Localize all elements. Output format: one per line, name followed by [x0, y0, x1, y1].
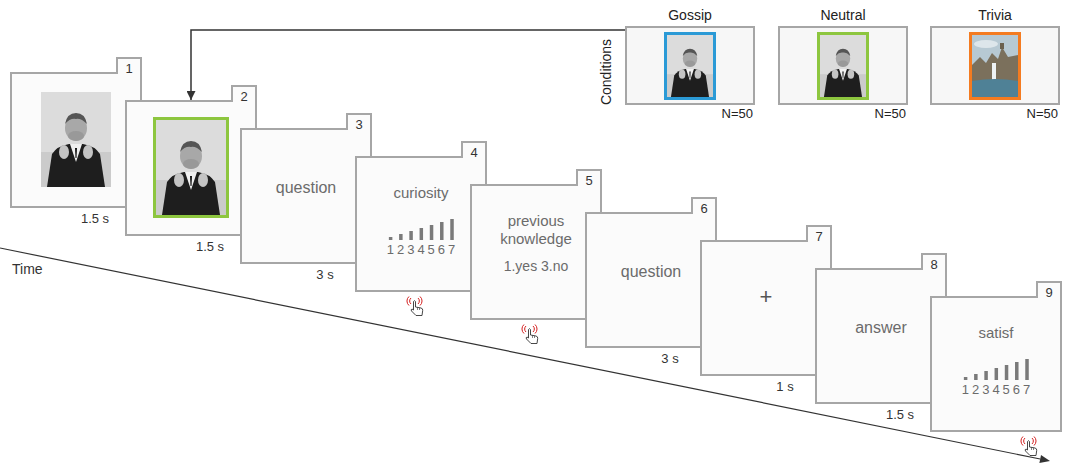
hand-icon	[522, 325, 538, 344]
rating-bar	[1025, 359, 1029, 380]
step-number: 3	[355, 117, 362, 132]
rating-bar	[974, 374, 978, 380]
condition-title: Trivia	[902, 7, 1068, 24]
condition-title: Neutral	[750, 7, 936, 24]
number-tab: 5	[576, 169, 602, 186]
rating-bar	[419, 228, 423, 240]
picture-frame	[969, 32, 1021, 100]
picture	[41, 92, 111, 187]
hand-icon	[1021, 437, 1037, 456]
screen-card: 1	[10, 72, 142, 208]
screen-text: question	[587, 262, 715, 281]
step-number: 9	[1045, 285, 1052, 300]
picture	[156, 120, 226, 215]
picture	[667, 35, 713, 97]
condition-card: NeutralN=50	[778, 26, 908, 105]
duration-label: 1.5 s	[81, 211, 109, 226]
screen-card: satisf12345679	[930, 296, 1062, 432]
screen-card: curiosity12345674	[355, 156, 487, 292]
number-tab: 1	[116, 57, 142, 74]
condition-card: TriviaN=50	[930, 26, 1060, 105]
picture-frame	[41, 92, 111, 187]
picture-frame	[153, 117, 229, 218]
sample-size: N=50	[722, 106, 753, 122]
screen-card: +7	[700, 240, 832, 376]
picture-frame	[664, 32, 716, 100]
rating-bars	[384, 216, 459, 240]
step-number: 5	[585, 173, 592, 188]
screen-text: question	[242, 178, 370, 197]
rating-bar	[429, 225, 433, 240]
screen-card: question6	[585, 212, 717, 348]
screen-heading: satisf	[932, 324, 1060, 342]
duration-label: 1.5 s	[886, 407, 914, 422]
picture	[972, 35, 1018, 97]
picture-frame	[817, 32, 869, 100]
step-number: 8	[930, 257, 937, 272]
rating-bars	[959, 356, 1034, 380]
rating-bar	[994, 368, 998, 380]
rating-bar	[1004, 365, 1008, 380]
rating-bar	[409, 231, 413, 240]
number-tab: 9	[1036, 281, 1062, 298]
condition-title: Gossip	[597, 7, 783, 24]
number-tab: 8	[921, 253, 947, 270]
rating-bar	[450, 219, 454, 240]
picture	[820, 35, 866, 97]
rating-scale: 1234567	[384, 242, 459, 258]
step-number: 2	[240, 89, 247, 104]
duration-label: 1 s	[776, 379, 793, 394]
condition-card: GossipN=50	[625, 26, 755, 105]
screen-heading: previous knowledge	[472, 212, 600, 248]
number-tab: 4	[461, 141, 487, 158]
fixation-cross: +	[702, 284, 830, 310]
rating-bar	[964, 377, 968, 380]
rating-bar	[399, 234, 403, 240]
time-arrowhead	[1039, 455, 1050, 463]
step-number: 7	[815, 229, 822, 244]
duration-label: 1.5 s	[196, 239, 224, 254]
sample-size: N=50	[875, 106, 906, 122]
screen-card: question3	[240, 128, 372, 264]
response-options: 1.yes 3.no	[472, 258, 600, 275]
rating-bar	[389, 237, 393, 240]
screen-card: answer8	[815, 268, 947, 404]
axis-label: Time	[12, 262, 43, 277]
rating-bar	[1015, 362, 1019, 380]
duration-label: 3 s	[661, 351, 678, 366]
screen-text: answer	[817, 318, 945, 337]
step-number: 6	[700, 201, 707, 216]
step-number: 1	[125, 61, 132, 76]
screen-heading: curiosity	[357, 184, 485, 202]
duration-label: 3 s	[316, 267, 333, 282]
hand-icon	[407, 297, 423, 316]
number-tab: 6	[691, 197, 717, 214]
number-tab: 3	[346, 113, 372, 130]
conditions-label: Conditions	[599, 39, 614, 105]
screen-card: previous knowledge1.yes 3.no5	[470, 184, 602, 320]
sample-size: N=50	[1027, 106, 1058, 122]
rating-bar	[440, 222, 444, 240]
screen-card: 2	[125, 100, 257, 236]
step-number: 4	[470, 145, 477, 160]
number-tab: 7	[806, 225, 832, 242]
rating-bar	[984, 371, 988, 380]
number-tab: 2	[231, 85, 257, 102]
rating-scale: 1234567	[959, 382, 1034, 398]
